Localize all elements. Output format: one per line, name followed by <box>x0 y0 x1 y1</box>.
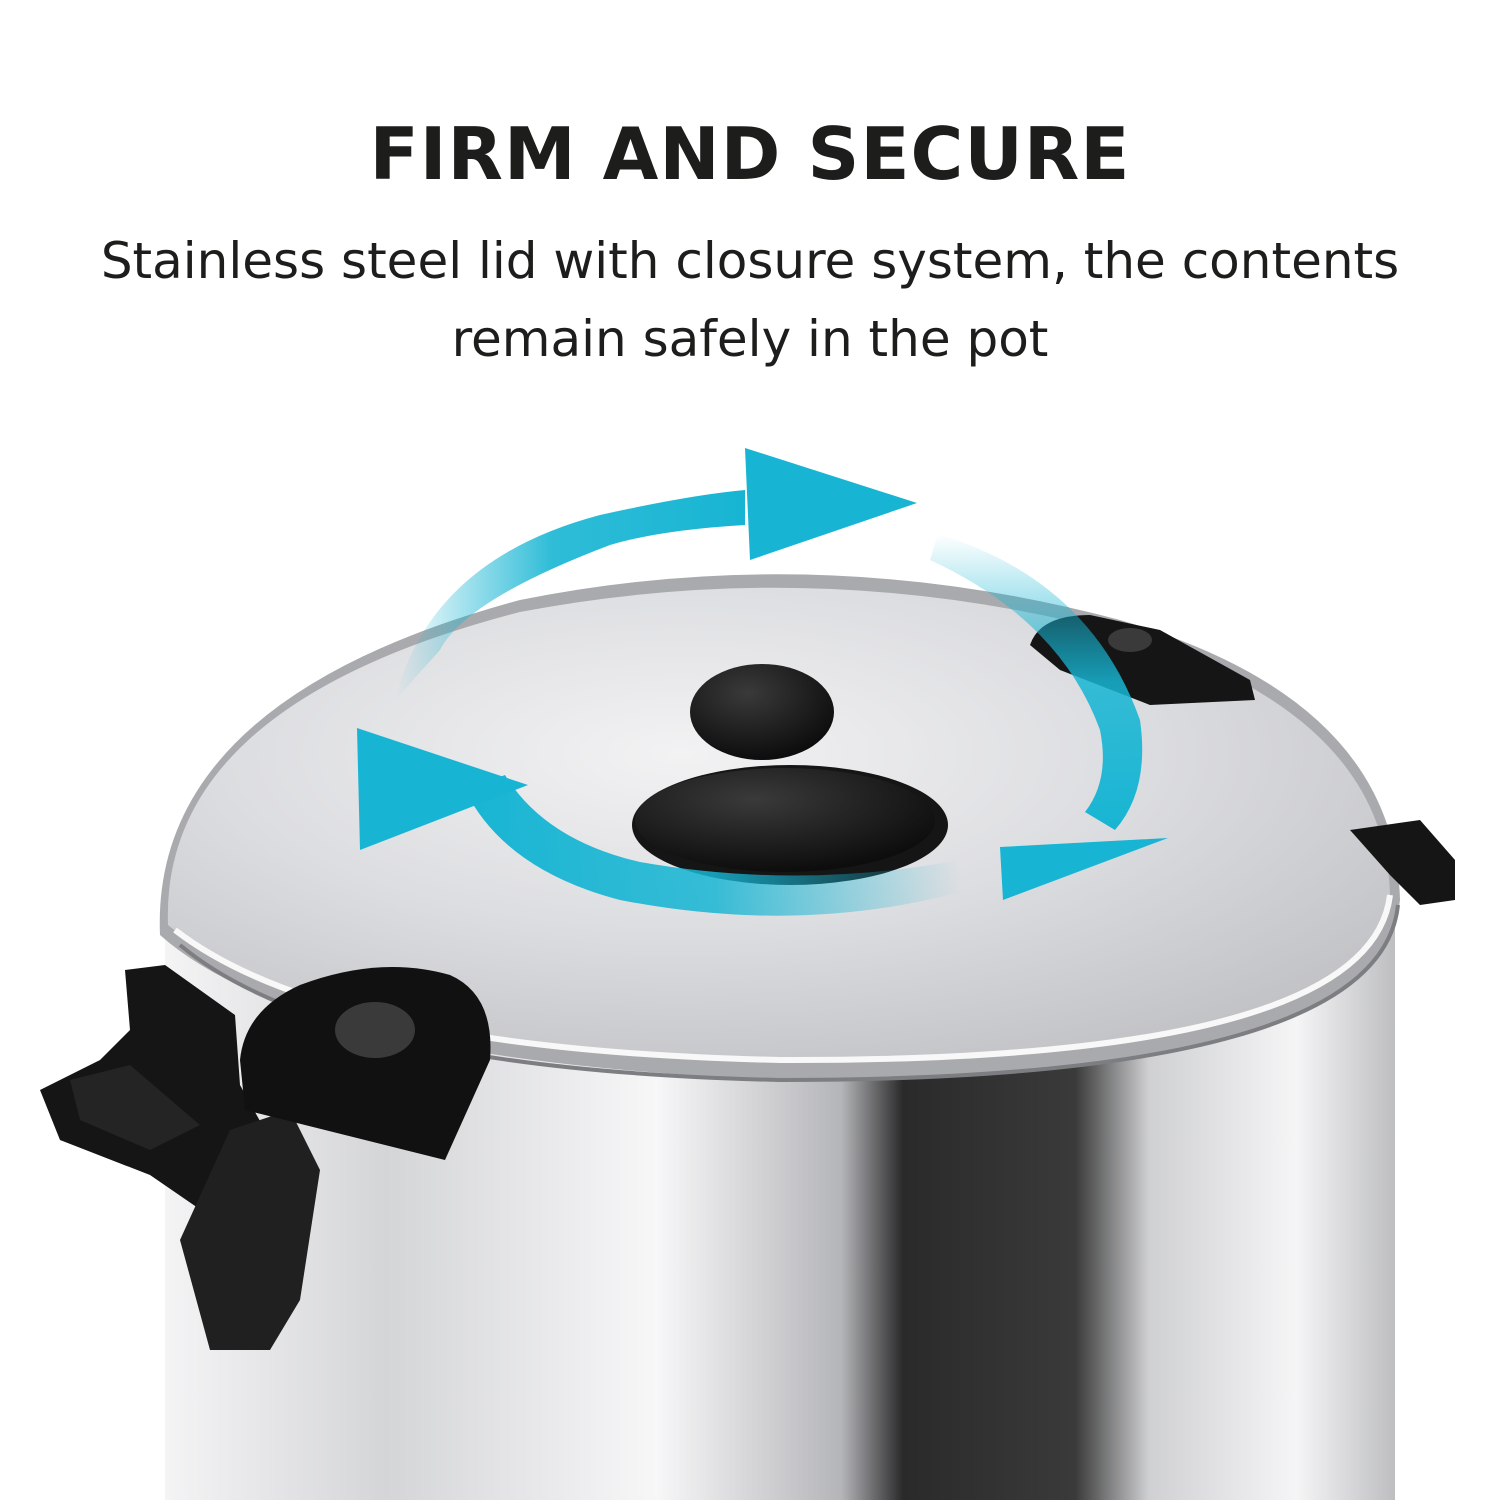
headline: FIRM AND SECURE <box>369 112 1131 196</box>
lid-knob <box>632 664 948 885</box>
left-closure-clip <box>40 965 491 1350</box>
rotation-arrow-icon <box>357 448 1168 916</box>
description: Stainless steel lid with closure system,… <box>100 232 1400 368</box>
